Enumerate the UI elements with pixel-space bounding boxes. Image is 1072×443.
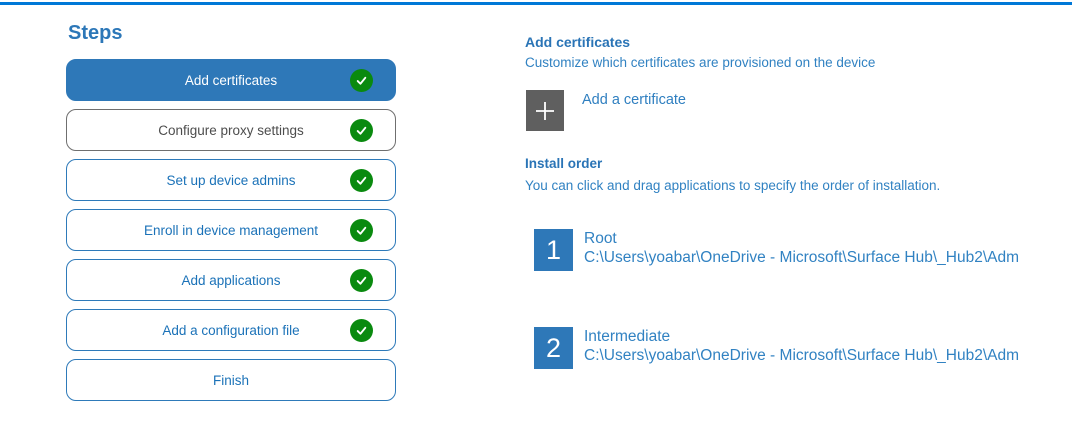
- certificate-path: C:\Users\yoabar\OneDrive - Microsoft\Sur…: [584, 346, 1020, 364]
- check-icon: [350, 218, 373, 242]
- steps-title: Steps: [68, 22, 123, 44]
- steps-list: Add certificates Configure proxy setting…: [66, 59, 396, 401]
- install-order-heading: Install order: [525, 156, 603, 171]
- top-accent-line: [0, 2, 1072, 5]
- step-label: Configure proxy settings: [158, 122, 304, 138]
- order-number-badge: 2: [534, 327, 573, 369]
- certificate-name: Root: [584, 230, 617, 247]
- install-order-item-root[interactable]: 1 Root C:\Users\yoabar\OneDrive - Micros…: [534, 229, 1019, 271]
- item-text: Intermediate C:\Users\yoabar\OneDrive - …: [584, 327, 1019, 365]
- add-certificate-label: Add a certificate: [582, 92, 686, 108]
- check-icon: [350, 118, 373, 142]
- step-button-finish[interactable]: Finish: [66, 359, 396, 401]
- item-text: Root C:\Users\yoabar\OneDrive - Microsof…: [584, 229, 1019, 267]
- step-label: Finish: [212, 372, 249, 388]
- page-title: Add certificates: [525, 34, 631, 50]
- plus-icon: [526, 90, 564, 131]
- step-button-set-up-device-admins[interactable]: Set up device admins: [66, 159, 396, 201]
- page-subtitle: Customize which certificates are provisi…: [525, 55, 876, 70]
- check-icon: [350, 68, 373, 92]
- step-button-enroll-in-device-management[interactable]: Enroll in device management: [66, 209, 396, 251]
- step-label: Add a configuration file: [162, 322, 300, 338]
- step-label: Add applications: [181, 272, 281, 288]
- step-button-add-a-configuration-file[interactable]: Add a configuration file: [66, 309, 396, 351]
- check-icon: [350, 318, 373, 342]
- add-certificate-button[interactable]: Add a certificate: [526, 90, 686, 131]
- step-button-add-certificates[interactable]: Add certificates: [66, 59, 396, 101]
- step-label: Set up device admins: [166, 172, 296, 188]
- check-icon: [350, 168, 373, 192]
- certificate-name: Intermediate: [584, 328, 671, 345]
- certificate-path: C:\Users\yoabar\OneDrive - Microsoft\Sur…: [584, 248, 1020, 266]
- step-label: Add certificates: [184, 72, 278, 88]
- install-order-description: You can click and drag applications to s…: [525, 178, 941, 193]
- step-button-add-applications[interactable]: Add applications: [66, 259, 396, 301]
- order-number-badge: 1: [534, 229, 573, 271]
- install-order-item-intermediate[interactable]: 2 Intermediate C:\Users\yoabar\OneDrive …: [534, 327, 1019, 369]
- step-label: Enroll in device management: [143, 222, 319, 238]
- step-button-configure-proxy-settings[interactable]: Configure proxy settings: [66, 109, 396, 151]
- check-icon: [350, 268, 373, 292]
